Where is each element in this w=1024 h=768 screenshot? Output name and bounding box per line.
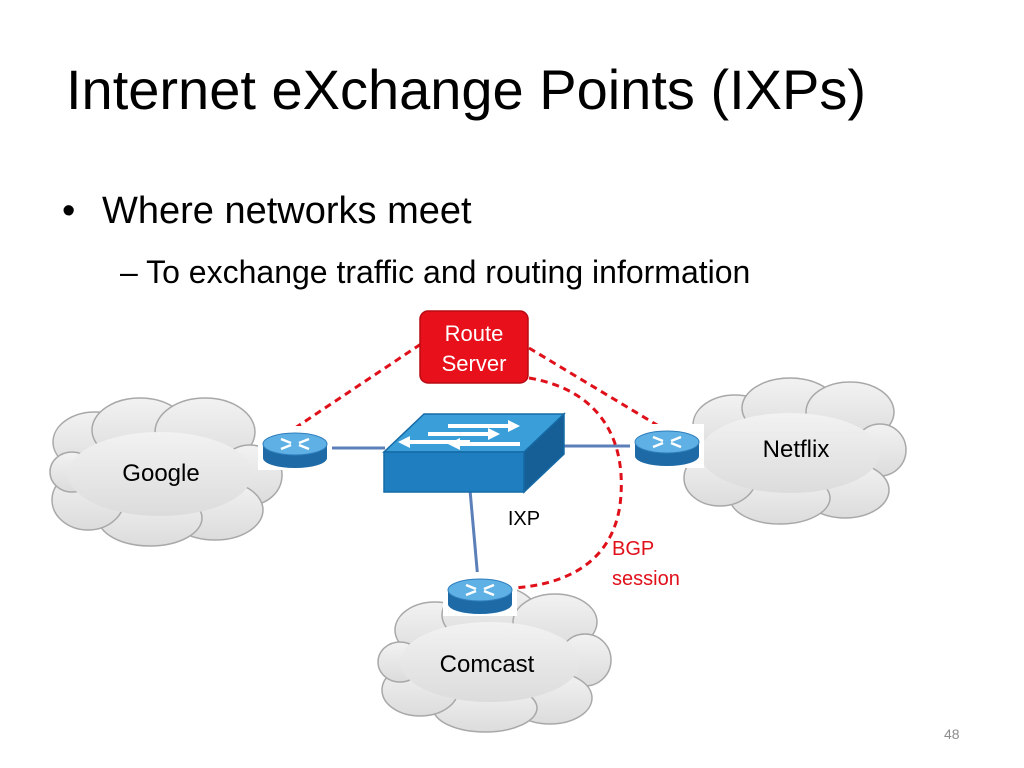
route-server-label-line2: Server: [442, 351, 507, 376]
bgp-sessions: [294, 342, 663, 590]
netflix-cloud: [683, 377, 907, 525]
router-arrows-icon: [652, 435, 682, 449]
bgp-session-label-line1: BGP: [612, 538, 654, 560]
comcast-label: Comcast: [440, 651, 535, 678]
netflix-label: Netflix: [763, 436, 830, 463]
router-netflix: [630, 424, 704, 468]
switch-arrows-icon: [398, 420, 520, 450]
router-google: [258, 426, 332, 470]
bullet-dot: •: [62, 190, 76, 232]
google-cloud: [49, 397, 283, 547]
slide-title: Internet eXchange Points (IXPs): [66, 58, 866, 121]
bgp-session-label-line2: session: [612, 568, 680, 590]
ixp-switch: [382, 412, 566, 494]
ixp-label: IXP: [508, 508, 540, 530]
router-arrows-icon: [465, 583, 495, 597]
router-arrows-icon: [280, 437, 310, 451]
google-label: Google: [122, 460, 199, 487]
physical-links: [328, 444, 636, 581]
bullet-item: • Where networks meet: [62, 192, 472, 230]
page-number: 48: [944, 726, 960, 742]
route-server: Route Server: [419, 310, 529, 384]
router-comcast: [443, 572, 517, 616]
bullet-text: Where networks meet: [102, 190, 472, 232]
subbullet-text: – To exchange traffic and routing inform…: [120, 254, 751, 290]
comcast-cloud: [377, 584, 612, 733]
route-server-label-line1: Route: [445, 321, 504, 346]
